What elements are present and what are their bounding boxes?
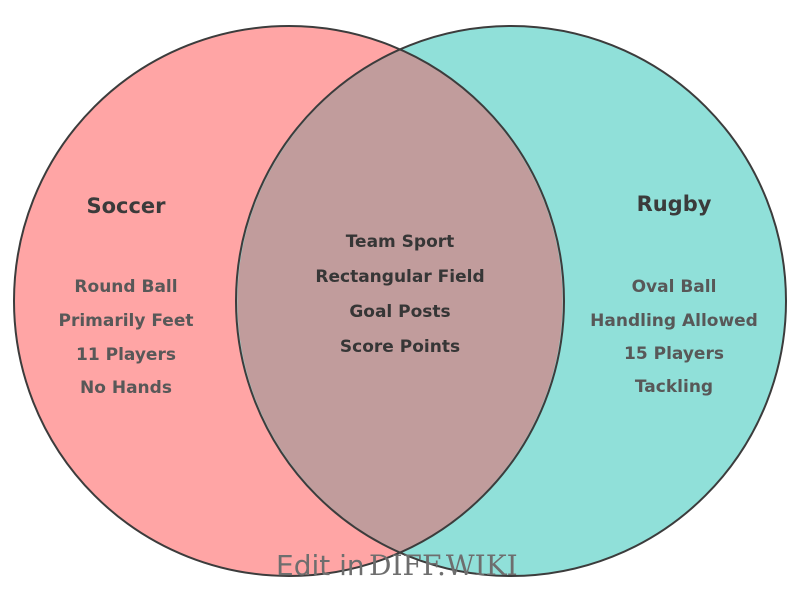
soccer-item: Round Ball	[74, 277, 177, 297]
rugby-title: Rugby	[637, 192, 712, 216]
soccer-item: No Hands	[80, 378, 172, 398]
soccer-item: Primarily Feet	[58, 311, 193, 331]
watermark-prefix: Edit in	[276, 549, 365, 582]
rugby-circle-outline	[235, 25, 787, 577]
rugby-item: Oval Ball	[632, 277, 717, 297]
intersection-item: Rectangular Field	[315, 267, 484, 287]
intersection-item: Score Points	[340, 337, 460, 357]
intersection-region	[237, 50, 563, 552]
rugby-item: Handling Allowed	[590, 311, 758, 331]
soccer-circle-outline	[13, 25, 565, 577]
intersection-item: Goal Posts	[349, 302, 450, 322]
soccer-item: 11 Players	[76, 345, 176, 365]
rugby-item: 15 Players	[624, 344, 724, 364]
soccer-title: Soccer	[86, 194, 166, 218]
rugby-item: Tackling	[635, 377, 713, 397]
edit-watermark[interactable]: Edit in DIFF.WIKI	[276, 549, 518, 582]
watermark-brand: DIFF.WIKI	[369, 549, 518, 582]
intersection-item: Team Sport	[346, 232, 455, 252]
